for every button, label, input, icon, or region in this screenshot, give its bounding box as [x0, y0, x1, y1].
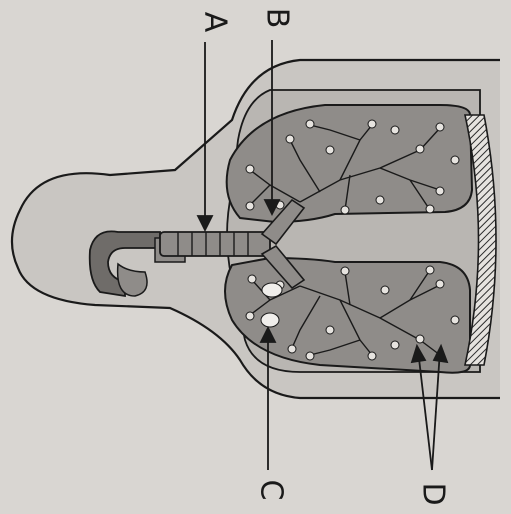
- pleura-spot: [261, 313, 279, 327]
- label-a: A: [198, 12, 233, 33]
- label-c: C: [254, 480, 289, 501]
- trachea: [160, 232, 270, 256]
- pleura-spot: [262, 283, 282, 297]
- label-d: D: [416, 482, 451, 505]
- label-b: B: [260, 8, 295, 29]
